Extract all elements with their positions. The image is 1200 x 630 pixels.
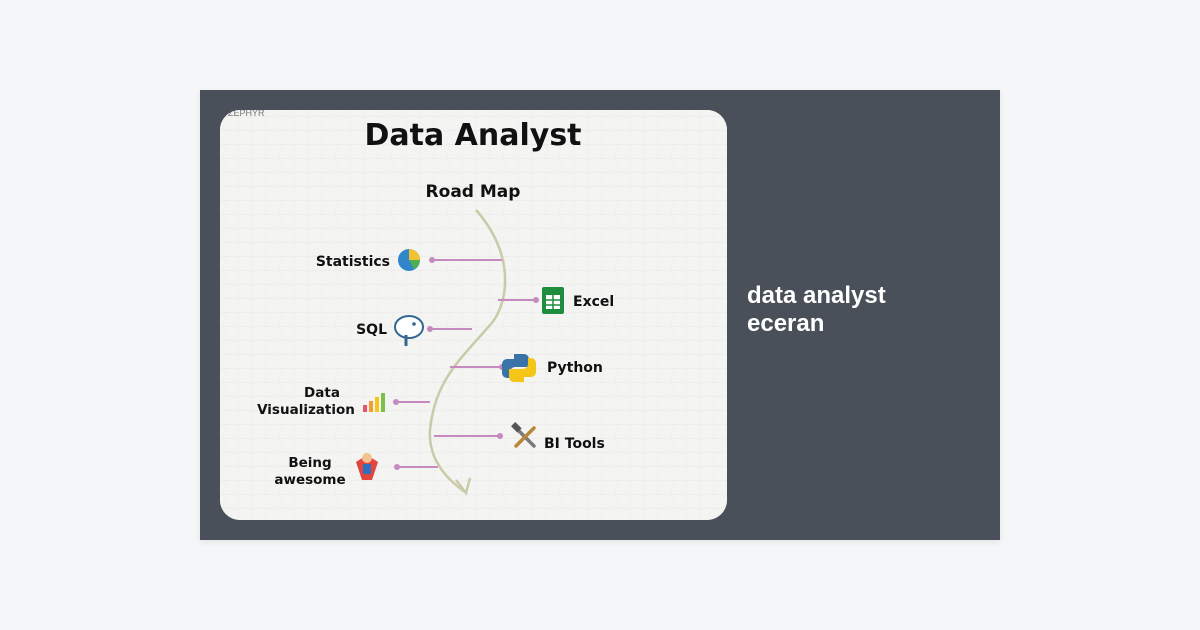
superhero-icon xyxy=(356,453,378,480)
left-connectors xyxy=(396,259,502,468)
roadmap-path xyxy=(428,209,507,494)
thumbnail-image[interactable]: ZEPHYR Data Analyst Road Map xyxy=(220,110,727,520)
link-title-line2: eceran xyxy=(747,310,825,337)
item-sql-label: SQL xyxy=(356,322,387,338)
left-connector-dots xyxy=(393,257,435,470)
link-title[interactable]: data analyst eceran xyxy=(747,282,977,338)
item-bitools-label: BI Tools xyxy=(544,436,605,452)
paper-background xyxy=(220,110,727,520)
python-icon xyxy=(502,354,536,382)
link-preview-card[interactable]: ZEPHYR Data Analyst Road Map xyxy=(200,90,1000,540)
elephant-icon xyxy=(394,315,424,346)
tools-icon xyxy=(511,422,536,448)
item-python-label: Python xyxy=(547,360,603,376)
item-excel-label: Excel xyxy=(573,294,614,310)
item-dataviz-label-line2: Visualization xyxy=(257,402,355,418)
roadmap-title: Data Analyst xyxy=(364,118,581,153)
spreadsheet-icon xyxy=(542,287,564,314)
right-connectors xyxy=(434,299,536,437)
roadmap-subtitle: Road Map xyxy=(426,182,521,202)
watermark-text: ZEPHYR xyxy=(228,110,265,118)
item-awesome-label-line2: awesome xyxy=(274,472,345,488)
path-arrowhead xyxy=(455,477,472,496)
item-dataviz-label-line1: Data xyxy=(304,385,340,401)
item-awesome-label-line1: Being xyxy=(288,455,331,471)
item-statistics-label: Statistics xyxy=(316,254,390,270)
link-title-line1: data analyst xyxy=(747,282,886,309)
pie-chart-icon xyxy=(398,249,420,271)
bar-chart-icon xyxy=(363,393,385,412)
